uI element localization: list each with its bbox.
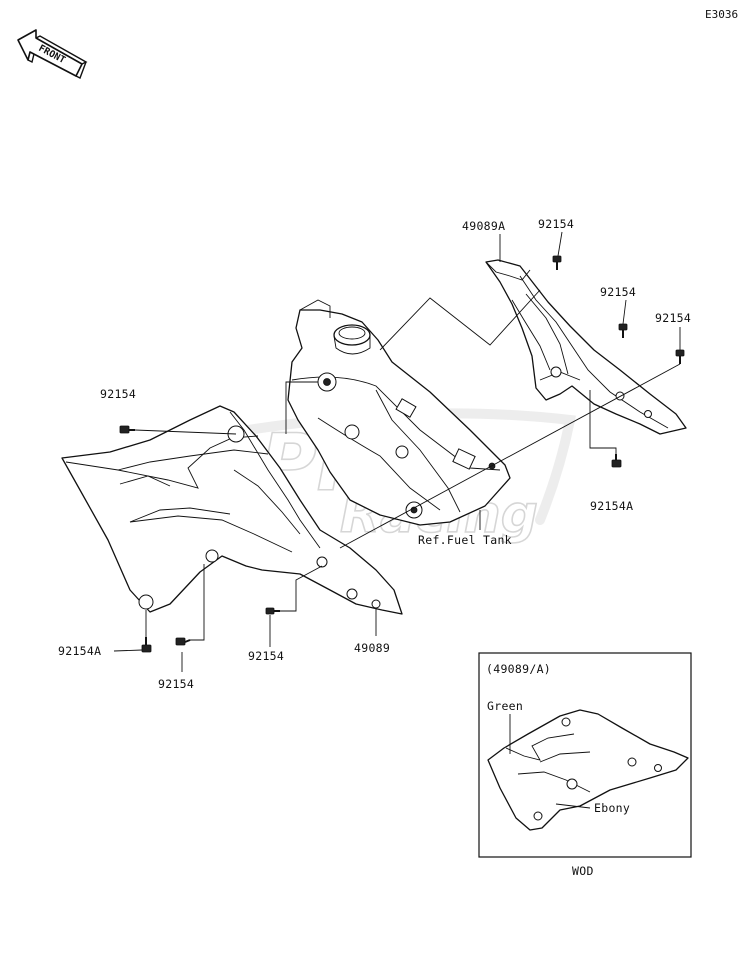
bolt-icon bbox=[119, 425, 135, 434]
bolt-icon bbox=[618, 323, 628, 338]
callout-92154-right1: 92154 bbox=[600, 285, 636, 299]
inset-box: (49089/A) Green Ebony WOD bbox=[478, 652, 692, 878]
bolt-icon bbox=[141, 637, 152, 653]
inset-color-ebony: Ebony bbox=[594, 801, 630, 815]
bolt-icon bbox=[611, 454, 622, 468]
diagram-code: E3036 bbox=[705, 8, 738, 21]
inset-caption: WOD bbox=[572, 864, 594, 878]
callout-92154a-left: 92154A bbox=[58, 644, 101, 658]
bolt-icon bbox=[675, 349, 685, 364]
bolt-icon bbox=[552, 255, 562, 270]
fuel-tank bbox=[287, 299, 511, 526]
bolt-icon bbox=[265, 607, 280, 615]
callout-92154-right2: 92154 bbox=[655, 311, 691, 325]
callout-ref-fuel-tank: Ref.Fuel Tank bbox=[418, 533, 512, 547]
bolt-icon bbox=[175, 637, 191, 646]
right-radiator-shroud bbox=[485, 259, 687, 435]
inset-title: (49089/A) bbox=[486, 662, 551, 676]
callout-92154-center: 92154 bbox=[248, 649, 284, 663]
front-arrow-icon: FRONT bbox=[17, 29, 88, 79]
callout-49089a: 49089A bbox=[462, 219, 505, 233]
leader-lines bbox=[113, 231, 681, 672]
callout-92154-left-lower: 92154 bbox=[158, 677, 194, 691]
inset-color-green: Green bbox=[487, 699, 523, 713]
callout-92154-left-upper: 92154 bbox=[100, 387, 136, 401]
callout-92154-top: 92154 bbox=[538, 217, 574, 231]
callout-92154a-right: 92154A bbox=[590, 499, 633, 513]
callout-49089: 49089 bbox=[354, 641, 390, 655]
